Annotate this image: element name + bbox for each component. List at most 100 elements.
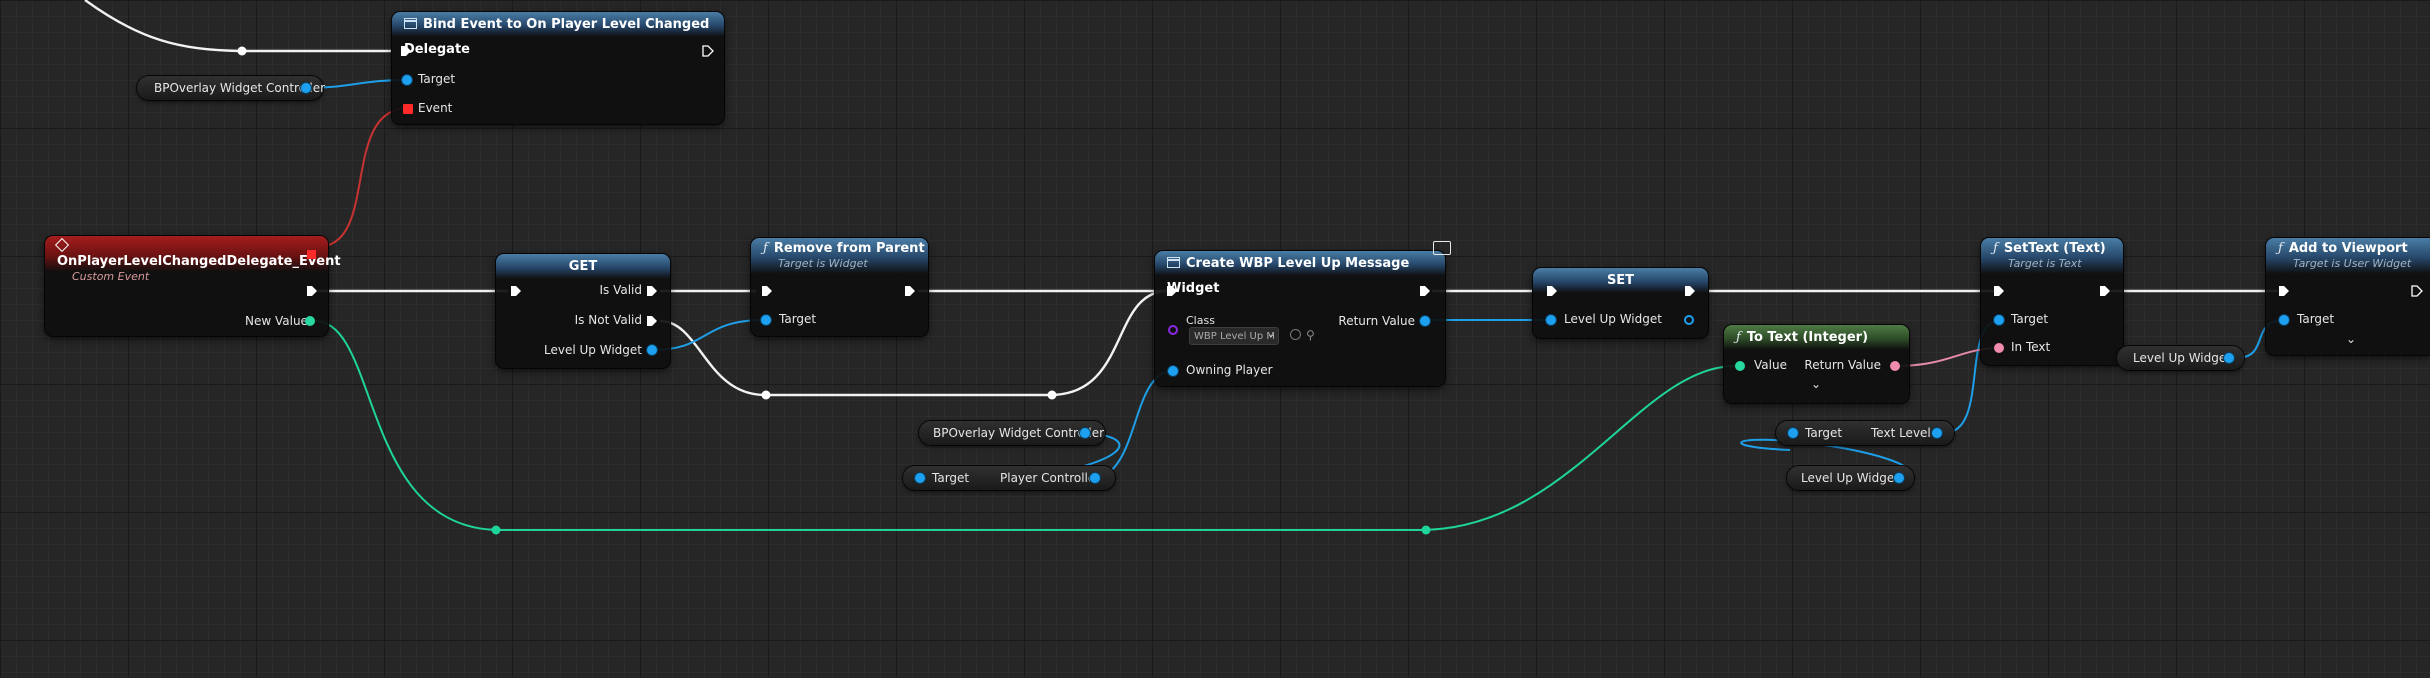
class-dropdown-chevron-icon[interactable]: ⌄ [1267,329,1276,340]
get-header[interactable]: GET [496,254,670,279]
bind-event-node[interactable]: Bind Event to On Player Level Changed De… [392,12,724,124]
bp-overlay-widget-controller-variable-2[interactable]: BPOverlay Widget Controller [919,421,1105,445]
exec-in-pin[interactable] [1546,285,1558,297]
text-level-label: Text Level [1871,426,1931,440]
bind-event-header[interactable]: Bind Event to On Player Level Changed De… [392,12,724,57]
browse-asset-icon[interactable]: ⚲ [1306,328,1315,342]
event-delegate-pin[interactable] [403,104,413,114]
target-pin[interactable] [761,315,771,325]
is-not-valid-label: Is Not Valid [574,313,642,327]
set-text-subtitle: Target is Text [2008,257,2082,270]
set-level-up-widget-node[interactable]: SET Level Up Widget [1533,268,1708,338]
exec-in-pin[interactable] [1166,285,1178,297]
get-validated-node[interactable]: GET Is Valid Is Not Valid Level Up Widge… [496,254,670,368]
class-dropdown[interactable]: WBP Level Up M [1189,327,1279,345]
new-value-label: New Value [245,314,308,328]
exec-out-pin[interactable] [904,285,916,297]
remove-from-parent-title: Remove from Parent [773,241,925,256]
create-widget-node[interactable]: Create WBP Level Up Message Widget Class… [1155,241,1451,386]
target-label: Target [779,312,817,326]
is-not-valid-exec-pin[interactable] [646,315,658,327]
target-pin[interactable] [402,75,412,85]
custom-event-title: OnPlayerLevelChangedDelegate_Event [57,254,341,269]
exec-in-pin[interactable] [400,45,412,57]
exec-out-pin[interactable] [2411,285,2423,297]
reroute-knot-exec-b[interactable] [1047,390,1057,400]
exec-in-pin[interactable] [761,285,773,297]
exec-out-pin[interactable] [702,45,714,57]
add-to-viewport-title: Add to Viewport [2288,241,2408,256]
custom-event-node[interactable]: OnPlayerLevelChangedDelegate_Event Custo… [45,236,341,336]
text-level-pin[interactable] [1932,428,1942,438]
value-pin[interactable] [1735,361,1745,371]
reroute-knot-exec-a[interactable] [761,390,771,400]
custom-event-header[interactable]: OnPlayerLevelChangedDelegate_Event Custo… [45,236,341,283]
exec-out-pin[interactable] [1684,285,1696,297]
exec-out-pin[interactable] [306,285,318,297]
level-up-widget-pin[interactable] [647,345,657,355]
remove-from-parent-subtitle: Target is Widget [778,257,868,270]
level-up-widget-input-pin[interactable] [1546,315,1556,325]
return-value-label: Return Value [1804,358,1881,372]
level-up-widget-variable[interactable]: Level Up Widget [1787,466,1914,490]
class-dropdown-value: WBP Level Up M [1194,331,1276,342]
advanced-pins-chevron-icon[interactable]: ⌄ [2346,332,2357,346]
set-title: SET [1606,273,1635,288]
remove-from-parent-header[interactable]: ƒ Remove from Parent Target is Widget [751,238,928,274]
exec-in-pin[interactable] [510,285,522,297]
in-text-pin[interactable] [1994,343,2004,353]
get-text-level-node[interactable]: Target Text Level [1776,421,1954,445]
level-up-widget-label: Level Up Widget [544,343,642,357]
is-valid-exec-pin[interactable] [646,285,658,297]
function-icon: ƒ [1993,241,1998,256]
level-up-widget-variable-2[interactable]: Level Up Widget [2117,346,2244,370]
target-label: Target [2297,312,2335,326]
remove-from-parent-node[interactable]: ƒ Remove from Parent Target is Widget Tar… [751,238,928,336]
reroute-knot-exec-top[interactable] [237,46,247,56]
reroute-knot-int-b[interactable] [1421,525,1431,535]
player-controller-pin[interactable] [1090,473,1100,483]
owning-player-pin[interactable] [1168,366,1178,376]
delegate-output-pin[interactable] [307,250,316,259]
return-value-pin[interactable] [1420,316,1430,326]
level-up-widget-output-pin[interactable] [1684,315,1694,325]
exec-in-pin[interactable] [1993,285,2005,297]
return-value-pin[interactable] [1890,361,1900,371]
create-widget-header[interactable]: Create WBP Level Up Message Widget [1155,251,1445,296]
exec-in-pin[interactable] [2278,285,2290,297]
get-title: GET [568,259,598,274]
target-pin[interactable] [2279,315,2289,325]
in-text-label: In Text [2011,340,2051,354]
level-up-widget-label: Level Up Widget [1564,312,1662,326]
bp-overlay-widget-controller-variable[interactable]: BPOverlay Widget Controller [137,76,325,100]
target-pin[interactable] [1994,315,2004,325]
variable-output-pin[interactable] [1080,428,1090,438]
target-pin[interactable] [915,473,925,483]
monitor-icon [1433,241,1451,255]
use-selected-asset-icon[interactable] [1290,329,1301,340]
exec-wire-into-bind [84,0,392,53]
target-pin[interactable] [1788,428,1798,438]
set-header[interactable]: SET [1533,268,1708,293]
exec-out-pin[interactable] [1419,285,1431,297]
function-icon: ƒ [763,241,768,256]
variable-label: Level Up Widget [1801,471,1899,485]
get-player-controller-node[interactable]: Target Player Controller [903,466,1115,490]
variable-output-pin[interactable] [2224,353,2234,363]
expand-chevron-icon[interactable]: ⌄ [1811,377,1822,391]
variable-output-pin[interactable] [1894,473,1904,483]
add-to-viewport-subtitle: Target is User Widget [2293,257,2412,270]
is-valid-label: Is Valid [599,283,642,297]
target-label: Target [932,471,970,485]
reroute-knot-int-a[interactable] [491,525,501,535]
exec-out-pin[interactable] [2099,285,2111,297]
class-pin[interactable] [1168,325,1178,335]
variable-output-pin[interactable] [301,83,311,93]
new-value-pin[interactable] [305,316,315,326]
